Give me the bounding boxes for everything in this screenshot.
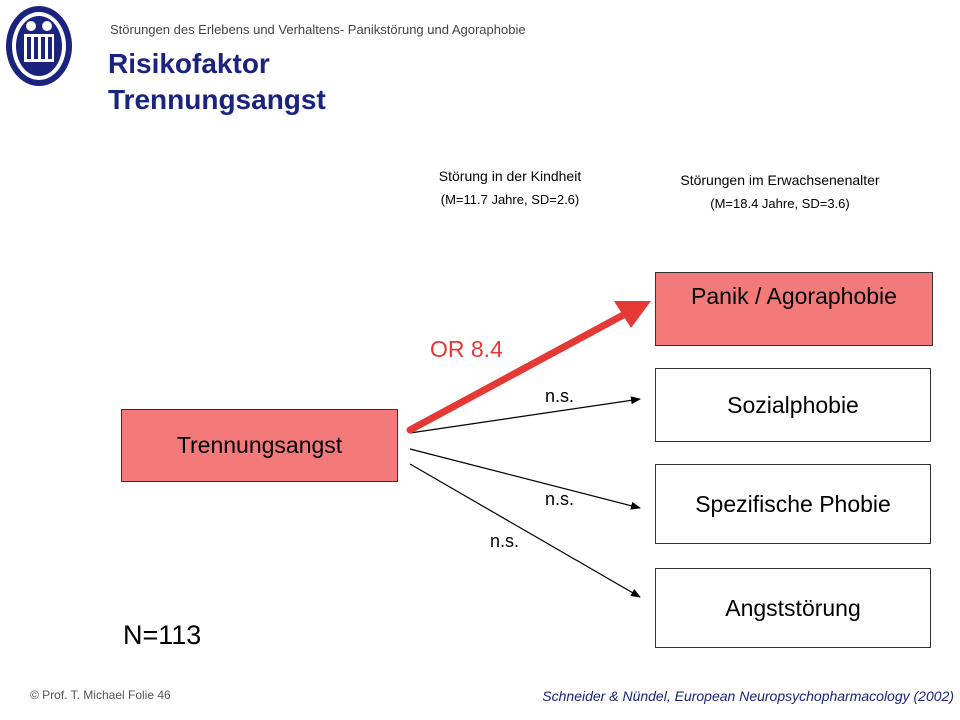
node-panik-agoraphobie: Panik / Agoraphobie	[655, 272, 933, 346]
footer-citation: Schneider & Nündel, European Neuropsycho…	[542, 688, 954, 704]
column-header-adulthood: Störungen im Erwachsenenalter (M=18.4 Ja…	[630, 172, 930, 211]
column-childhood-stats: (M=11.7 Jahre, SD=2.6)	[440, 192, 580, 207]
column-childhood-title: Störung in der Kindheit	[438, 168, 582, 184]
arrow-to-spezifische-phobie	[409, 448, 641, 510]
slide-title-line1: Risikofaktor	[108, 48, 270, 79]
slide-header-subtitle: Störungen des Erlebens und Verhaltens- P…	[110, 22, 526, 37]
arrow-to-angststoerung	[409, 463, 641, 598]
arrow-to-sozialphobie	[409, 396, 641, 434]
sample-size: N=113	[123, 620, 202, 650]
university-seal-logo	[6, 6, 72, 86]
node-trennungsangst: Trennungsangst	[121, 409, 398, 482]
column-adulthood-stats: (M=18.4 Jahre, SD=3.6)	[710, 196, 850, 211]
node-angststoerung: Angststörung	[655, 568, 931, 648]
node-spezifische-phobie: Spezifische Phobie	[655, 464, 931, 544]
edge-label-sozial: n.s.	[545, 386, 575, 406]
edge-label-spezifisch: n.s.	[545, 489, 575, 509]
footer-copyright: © Prof. T. Michael Folie 46	[30, 688, 171, 702]
node-sozialphobie: Sozialphobie	[655, 368, 931, 442]
arrow-to-panik-agoraphobie	[406, 301, 651, 434]
edge-label-angst: n.s.	[490, 531, 520, 551]
slide-title-line2: Trennungsangst	[108, 84, 326, 115]
slide-title: Risikofaktor Trennungsangst	[108, 46, 326, 118]
edge-label-odds-ratio: OR 8.4	[430, 336, 503, 362]
column-header-childhood: Störung in der Kindheit (M=11.7 Jahre, S…	[380, 168, 640, 207]
column-adulthood-title: Störungen im Erwachsenenalter	[680, 172, 880, 188]
